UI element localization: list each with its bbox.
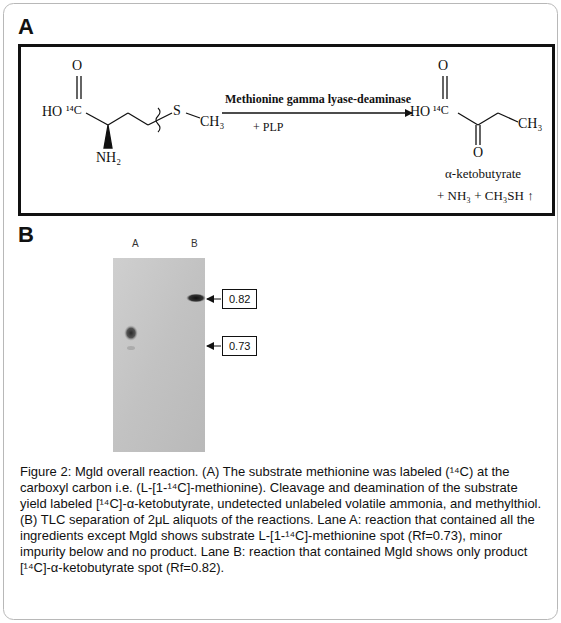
byproducts: + NH₃ + CH₃SH ↑ xyxy=(437,189,534,204)
panel-letter: A xyxy=(18,14,34,39)
lane-label: A xyxy=(132,238,139,250)
substrate-spot xyxy=(124,325,138,341)
atom-label: HO xyxy=(42,104,62,120)
rf-value: 0.82 xyxy=(229,292,250,306)
product-spot xyxy=(186,294,206,303)
atom-label: S xyxy=(173,103,181,119)
atom-label: CH₃ xyxy=(200,114,224,130)
rf-value: 0.73 xyxy=(229,339,250,353)
atom-label: CH₃ xyxy=(518,116,542,132)
figure-frame xyxy=(4,4,558,620)
atom-label: NH₂ xyxy=(96,150,121,166)
lane-label: B xyxy=(191,238,198,250)
isotope-label: ¹⁴C xyxy=(66,104,82,118)
methionine-structure xyxy=(77,76,200,148)
enzyme-name: Methionine gamma lyase-deaminase xyxy=(225,93,411,107)
atom-label: O xyxy=(473,145,483,161)
atom-label: O xyxy=(438,58,448,74)
reaction-panel: Methionine gamma lyase-deaminase + PLP α-k… xyxy=(18,44,555,216)
rf-box: 0.73 xyxy=(222,336,257,356)
ketobutyrate-structure xyxy=(443,76,518,145)
tlc-plate xyxy=(113,258,205,452)
leader-arrow xyxy=(207,346,221,347)
reaction-arrow xyxy=(222,112,412,113)
leader-arrows xyxy=(207,299,221,346)
atom-label: HO xyxy=(410,104,430,120)
isotope-label: ¹⁴C xyxy=(433,104,449,118)
panel-letter: B xyxy=(18,222,34,247)
impurity-spot xyxy=(127,346,135,350)
cofactor-label: + PLP xyxy=(253,121,283,135)
figure-caption: Figure 2: Mgld overall reaction. (A) The… xyxy=(20,464,544,576)
atom-label: O xyxy=(72,58,82,74)
product-name: α-ketobutyrate xyxy=(445,167,521,182)
leader-arrow xyxy=(207,299,221,300)
rf-box: 0.82 xyxy=(222,289,257,309)
